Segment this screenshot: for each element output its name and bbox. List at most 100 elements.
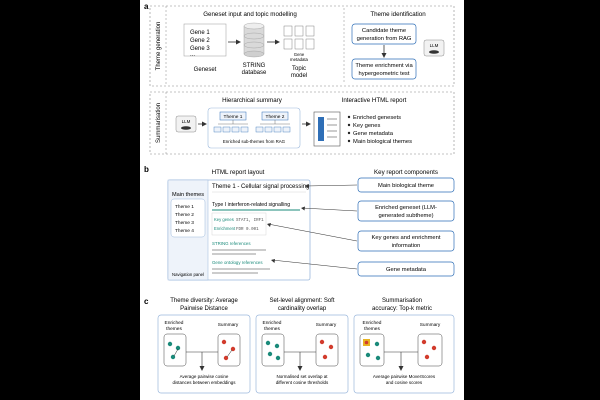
metric1-title-2: Pairwise Distance	[180, 306, 228, 312]
metric3-enriched-2: themes	[364, 326, 380, 332]
metric3-desc-2: and cosine scores	[386, 380, 423, 385]
component-enriched-geneset-line1: Enriched geneset (LLM-	[375, 205, 437, 211]
metric3-enriched-1: Enriched	[363, 320, 382, 326]
metric1-enriched-card	[163, 333, 187, 367]
enriched-subthemes-label: Enriched sub-themes from RAG	[223, 139, 286, 144]
gene-metadata-label-1: Gene	[294, 52, 305, 57]
metric1-summary-card	[217, 333, 241, 367]
summarisation-label: Summarisation	[156, 103, 162, 143]
llm-label-b: LLM	[182, 119, 191, 124]
subtheme-heading: Type I interferon-related signalling	[212, 202, 290, 208]
metric3-title-2: accuracy: Top-k metric	[372, 306, 432, 312]
database-icon	[243, 22, 265, 58]
component-main-theme-label: Main biological theme	[378, 183, 434, 189]
metric3-arrow-head	[398, 366, 404, 371]
theme2-label: Theme 2	[266, 114, 285, 120]
arrow-head-5	[306, 121, 311, 127]
candidate-theme-box	[351, 23, 417, 45]
figure: a Theme generation Geneset input and top…	[140, 0, 464, 400]
theme1-label: Theme 1	[224, 114, 243, 120]
theme-generation-label: Theme generation	[156, 22, 162, 71]
gene-3: Gene 3	[190, 46, 210, 52]
metric2-dots	[265, 339, 334, 361]
llm-icon-b	[181, 126, 191, 130]
metric1-dots	[167, 339, 236, 361]
main-themes-label: Main themes	[172, 192, 204, 198]
nav-theme-1[interactable]: Theme 1	[175, 204, 194, 210]
nav-theme-4[interactable]: Theme 4	[175, 228, 194, 234]
figure-svg: a Theme generation Geneset input and top…	[144, 2, 455, 394]
metric2-title-1: Set-level alignment: Soft	[269, 298, 334, 304]
gene-list-box	[183, 23, 227, 57]
arrow-head-3	[381, 53, 387, 58]
enrichment-value: FDR 0.001	[236, 228, 259, 232]
summarisation-box	[149, 91, 455, 155]
panel-a-letter: a	[144, 2, 149, 11]
tree-lines	[218, 120, 290, 125]
enrichment-box	[351, 58, 417, 80]
component-enriched-geneset-line2: generated subtheme)	[378, 213, 433, 219]
key-genes-label: Key genes	[214, 217, 234, 222]
nav-theme-3[interactable]: Theme 3	[175, 220, 194, 226]
metric3-enriched-card	[359, 333, 385, 367]
nav-theme-2[interactable]: Theme 2	[175, 212, 194, 218]
metric1-desc-1: Average pairwise cosine	[180, 374, 229, 379]
metric1-title-1: Theme diversity: Average	[170, 298, 238, 304]
metric3-summary-card	[417, 333, 443, 367]
llm-label-a: LLM	[430, 43, 439, 48]
component-key-genes-line2: information	[392, 243, 421, 249]
arrow-head-4	[202, 121, 207, 127]
theme-generation-box	[149, 5, 455, 87]
report-item-1: Enriched genesets	[353, 115, 401, 121]
metric1-desc-2: distances between embeddings	[172, 380, 236, 385]
geneset-title: Geneset input and topic modelling	[203, 11, 297, 18]
enrichment-label: Enrichment	[214, 226, 236, 231]
metric3-summary: Summary	[420, 322, 441, 328]
component-key-genes	[357, 230, 455, 252]
themes-list-box	[170, 198, 206, 238]
geneset-label: Geneset	[194, 67, 217, 73]
metric1-enriched-1: Enriched	[165, 320, 184, 326]
report-items-list: Enriched genesets Key genes Gene metadat…	[347, 115, 412, 145]
arrow-head-1	[236, 39, 241, 45]
interactive-title: Interactive HTML report	[342, 97, 407, 104]
pointer-heads	[267, 184, 309, 263]
theme-identification-title: Theme identification	[370, 11, 426, 18]
hierarchical-title: Hierarchical summary	[222, 97, 283, 104]
metric3-desc-1: Average pairwise MoverScores	[373, 374, 436, 379]
report-item-4: Main biological themes	[353, 139, 412, 145]
string-references-link[interactable]: STRING references	[212, 241, 251, 246]
metric1-enriched-2: themes	[166, 326, 182, 332]
gene-2: Gene 2	[190, 38, 210, 44]
gene-1: Gene 1	[190, 30, 210, 36]
metric2-enriched-2: themes	[264, 326, 280, 332]
string-label-2: database	[242, 70, 267, 76]
metric2-desc-2: different cosine thresholds	[276, 380, 329, 385]
panel-c-letter: c	[144, 297, 149, 306]
metric2-arrow-head	[297, 366, 303, 371]
navigation-panel-label: Navigation panel	[172, 272, 204, 277]
panel-b-letter: b	[144, 165, 149, 174]
subtheme-boxes	[213, 126, 291, 133]
go-references-link[interactable]: Gene ontology references	[212, 260, 263, 265]
gene-more: ...	[190, 52, 195, 58]
gene-info-card	[211, 212, 267, 236]
candidate-box-line1: Candidate theme	[362, 28, 406, 34]
enrichment-box-line1: Theme enrichment via	[355, 63, 413, 69]
metric1-summary: Summary	[218, 322, 239, 328]
metric2-title-2: cardinality overlap	[278, 306, 327, 312]
string-label-1: STRING	[243, 63, 266, 69]
metric2-desc-1: Normalised set overlap at	[276, 374, 328, 379]
layout-title: HTML report layout	[212, 169, 265, 176]
metric3-dots	[363, 339, 437, 361]
documents-icon	[283, 25, 315, 50]
metric2-enriched-1: Enriched	[263, 320, 282, 326]
metric2-summary-card	[315, 333, 339, 367]
metric3-title-1: Summarisation	[382, 298, 422, 304]
components-title: Key report components	[374, 169, 438, 176]
gene-metadata-label-2: metadata	[290, 57, 309, 62]
candidate-box-line2: generation from RAG	[357, 36, 412, 42]
report-item-2: Key genes	[353, 123, 380, 129]
report-document-icon	[313, 111, 341, 147]
